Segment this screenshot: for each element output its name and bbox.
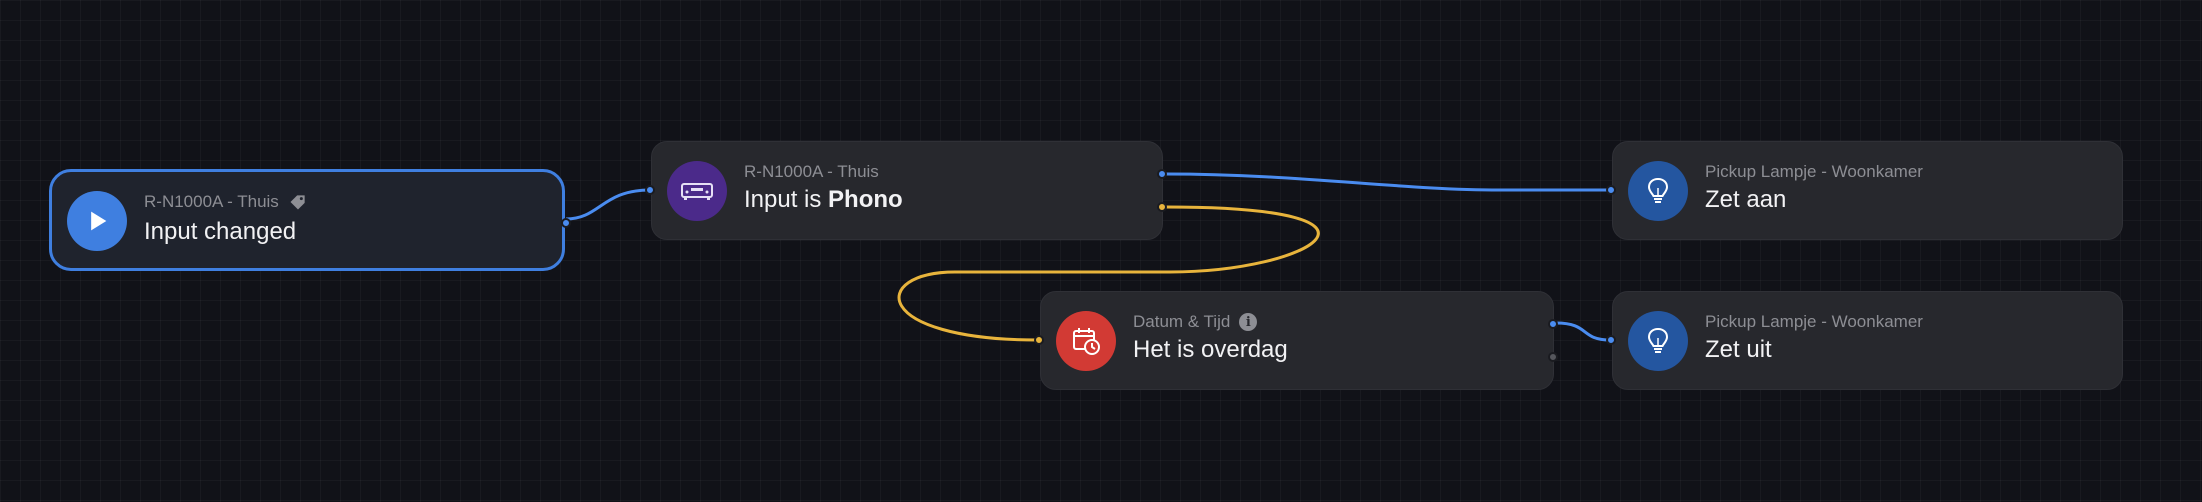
wire-trigger-to-input[interactable]	[565, 188, 651, 221]
condition-input-title: Input is Phono	[744, 186, 903, 214]
wire-time-true-to-zet-uit[interactable]	[1555, 321, 1611, 342]
condition-input-true-port[interactable]	[1157, 169, 1167, 179]
lightbulb-icon	[1628, 161, 1688, 221]
calendar-clock-icon	[1056, 311, 1116, 371]
condition-time-title: Het is overdag	[1133, 336, 1288, 363]
wire-input-false-to-time[interactable]	[897, 205, 1320, 342]
action-off-subtitle: Pickup Lampje - Woonkamer	[1705, 312, 1923, 331]
action-off-title: Zet uit	[1705, 336, 1772, 363]
condition-time-false-port[interactable]	[1548, 352, 1558, 362]
info-icon[interactable]: i	[1239, 313, 1258, 331]
condition-input-title-prefix: Input is	[744, 186, 829, 213]
trigger-title: Input changed	[144, 218, 297, 245]
condition-time-subtitle: Datum & Tijd	[1133, 312, 1231, 331]
action-on-subtitle: Pickup Lampje - Woonkamer	[1705, 162, 1923, 181]
condition-input-value: Phono	[828, 186, 903, 213]
condition-time-true-port[interactable]	[1548, 319, 1558, 329]
condition-input-false-port[interactable]	[1157, 202, 1167, 212]
condition-time-in-port[interactable]	[1034, 335, 1044, 345]
tag-icon[interactable]	[287, 192, 309, 212]
wire-input-true-to-zet-aan[interactable]	[1165, 172, 1610, 192]
condition-input-subtitle: R-N1000A - Thuis	[744, 162, 879, 181]
condition-input-in-port[interactable]	[645, 185, 655, 195]
lightbulb-icon	[1628, 311, 1688, 371]
receiver-icon	[667, 161, 727, 221]
action-on-title: Zet aan	[1705, 186, 1787, 213]
trigger-card-input-changed[interactable]: R-N1000A - Thuis Input changed	[49, 169, 571, 271]
play-icon	[67, 191, 127, 251]
trigger-output-port[interactable]	[561, 218, 571, 228]
action-card-zet-uit[interactable]: Pickup Lampje - Woonkamer Zet uit	[1606, 291, 2123, 390]
action-card-zet-aan[interactable]: Pickup Lampje - Woonkamer Zet aan	[1606, 141, 2123, 240]
condition-card-input-is-phono[interactable]: R-N1000A - Thuis Input is Phono	[645, 141, 1167, 240]
action-off-in-port[interactable]	[1606, 335, 1616, 345]
action-on-in-port[interactable]	[1606, 185, 1616, 195]
trigger-subtitle: R-N1000A - Thuis	[144, 192, 279, 211]
condition-card-het-is-overdag[interactable]: Datum & Tijd i Het is overdag	[1034, 291, 1558, 390]
